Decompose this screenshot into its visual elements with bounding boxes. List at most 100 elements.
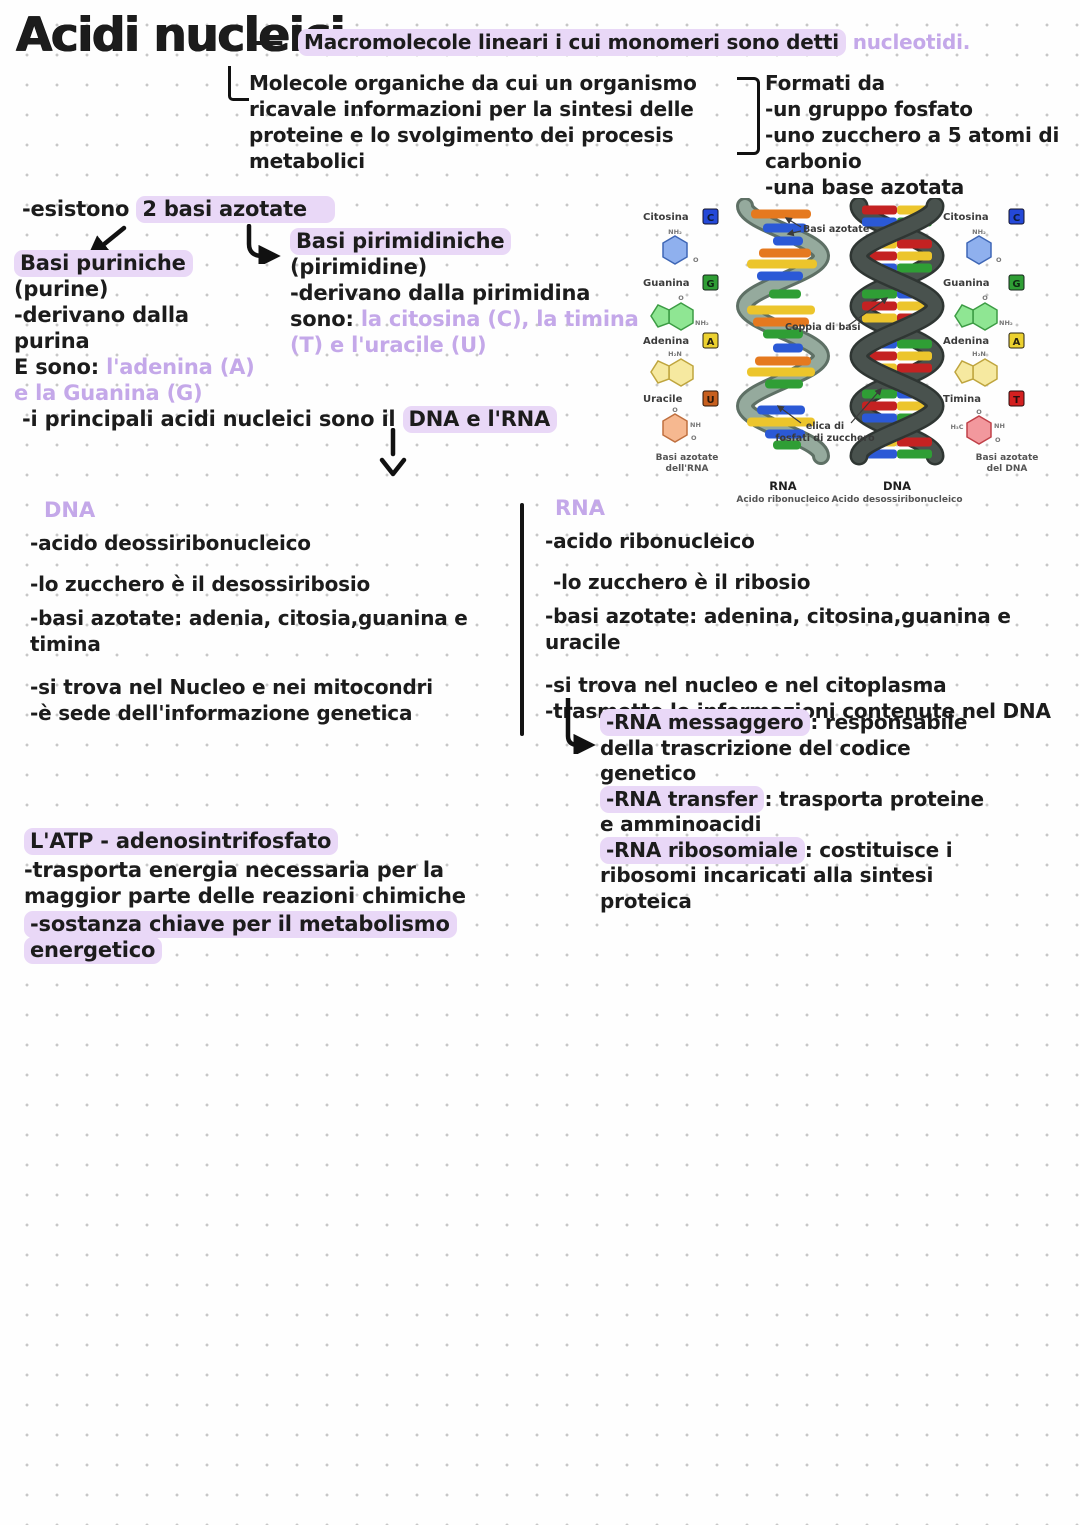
base-letter-box-a: [1008, 332, 1025, 349]
atom-label: NH: [994, 422, 1005, 430]
diagram-captions: Basi azotate dell'RNA Basi azotate del D…: [656, 453, 1039, 505]
basi-intro-highlight: 2 basi azotate: [136, 196, 335, 223]
diagram-annotations: Basi azotate Coppia di basi elica di fos…: [775, 217, 889, 444]
rna-type-lead: -RNA ribosomiale: [600, 836, 805, 864]
adenina-molecule: [668, 358, 694, 387]
atom-label: NH₂: [972, 228, 986, 236]
pirimidiniche-paren: (pirimidine): [290, 255, 428, 279]
guanina-molecule: [972, 302, 998, 331]
base-letter-box-a: [702, 332, 719, 349]
puriniche-line2-purple: l'adenina (A) e la Guanina (G): [14, 355, 255, 405]
formati-item: -una base azotata: [765, 175, 965, 199]
rna-helix-title: RNA: [769, 479, 796, 493]
basi-pirimidiniche-block: Basi pirimidiniche (pirimidine) -derivan…: [290, 228, 648, 358]
atom-label: O: [672, 406, 678, 414]
definition-line: Macromolecole lineari i cui monomeri son…: [298, 29, 971, 56]
basi-puriniche-block: Basi puriniche (purine) -derivano dalla …: [14, 250, 266, 406]
base-letter: A: [1013, 337, 1021, 348]
atom-label: O: [691, 434, 697, 442]
dna-rna-diagram: Citosina C NH₂ O Guanina G O NH₂ Adenina…: [643, 198, 1039, 505]
atom-label: O: [995, 436, 1001, 444]
base-letter-box-g: [702, 274, 719, 291]
atom-label: NH: [690, 421, 701, 429]
pirimidiniche-title-line: Basi pirimidiniche (pirimidine): [290, 228, 648, 280]
base-name: Citosina: [643, 212, 689, 223]
base-name: Uracile: [643, 394, 683, 405]
puriniche-paren: (purine): [14, 277, 109, 301]
uracile-molecule: [662, 413, 688, 443]
rna-helix: [735, 198, 831, 465]
rna-type-rest: : costituisce i ribosomi incaricati alla…: [600, 837, 953, 913]
adenina-molecule-ring: [954, 360, 974, 384]
rna-item: -basi azotate: adenina, citosina,guanina…: [545, 604, 1011, 654]
rna-type-transfer: -RNA transfer: trasporta proteine e ammi…: [600, 785, 1000, 838]
base-name: Guanina: [643, 278, 690, 289]
dna-item: -è sede dell'informazione genetica: [30, 701, 413, 725]
principali-highlight: DNA e l'RNA: [402, 406, 558, 433]
rna-type-rest: : trasporta proteine e amminoacidi: [600, 786, 984, 837]
rna-types-block: -RNA messaggero: responsabile della tras…: [600, 709, 1000, 915]
definition-highlight: Macromolecole lineari i cui monomeri son…: [298, 29, 846, 56]
atom-label: O: [982, 294, 988, 302]
pirimidiniche-line1: -derivano dalla pirimidina: [290, 281, 591, 305]
annotation-coppia-di-basi: Coppia di basi: [785, 322, 861, 333]
puriniche-title: Basi puriniche: [14, 250, 193, 277]
base-letter: C: [707, 213, 714, 224]
caption-left: Basi azotate: [656, 453, 719, 463]
base-letter-box-u: [702, 390, 719, 407]
base-letter: G: [706, 279, 714, 290]
dna-helix-subtitle: Acido desossiribonucleico: [831, 495, 962, 505]
adenina-molecule: [972, 358, 998, 387]
rna-type-messaggero: -RNA messaggero: responsabile della tras…: [600, 709, 1000, 787]
base-letter-box-g: [1008, 274, 1025, 291]
rna-type-ribosomiale: -RNA ribosomiale: costituisce i ribosomi…: [600, 836, 1000, 915]
arrow-elbow-right-icon: [565, 698, 596, 754]
annotation-basi-azotate: Basi azotate: [803, 224, 869, 235]
timina-molecule: [966, 415, 992, 445]
puriniche-line1: -derivano dalla purina: [14, 303, 189, 353]
left-base-legend: Citosina C NH₂ O Guanina G O NH₂ Adenina…: [643, 208, 719, 443]
atp-block: L'ATP - adenosintrifosfato -trasporta en…: [24, 828, 514, 964]
pirimidiniche-line2-purple: la citosina (C), la timina (T) e l'uraci…: [290, 307, 639, 357]
citosina-molecule: [966, 235, 992, 265]
base-letter: A: [707, 337, 715, 348]
atom-label: NH₂: [999, 319, 1013, 327]
atp-line2: -sostanza chiave per il metabolismo ener…: [24, 911, 457, 964]
organic-note: Molecole organiche da cui un organismo r…: [249, 71, 697, 173]
atom-label: H₂N: [972, 350, 986, 358]
atp-line2-wrap: -sostanza chiave per il metabolismo ener…: [24, 911, 514, 964]
caption-right: del DNA: [987, 464, 1028, 474]
puriniche-line2: E sono: l'adenina (A) e la Guanina (G): [14, 354, 266, 406]
base-letter-box-c: [1008, 208, 1025, 225]
annotation-elica-2: fosfati di zucchero: [775, 433, 875, 444]
formati-title: Formati da: [765, 71, 885, 95]
dna-column: DNA -acido deossiribonucleico -lo zucche…: [30, 498, 520, 726]
dna-item: -lo zucchero è il desossiribosio: [30, 572, 371, 596]
caption-right: Basi azotate: [976, 453, 1039, 463]
dna-item: -basi azotate: adenia, citosia,guanina e…: [30, 606, 468, 656]
dna-heading: DNA: [44, 498, 96, 522]
atom-label: O: [693, 256, 699, 264]
arrow-hook-right-icon: [246, 224, 281, 264]
pirimidiniche-title: Basi pirimidiniche: [290, 228, 512, 255]
arrow-down-icon: [379, 428, 407, 477]
rna-helix-subtitle: Acido ribonucleico: [736, 495, 829, 505]
caption-left: dell'RNA: [666, 464, 709, 474]
puriniche-title-line: Basi puriniche (purine): [14, 250, 266, 302]
left-bracket-shape: [228, 66, 249, 101]
atom-label: NH₂: [695, 319, 709, 327]
formati-item: -un gruppo fosfato: [765, 97, 973, 121]
dna-helix-title: DNA: [883, 479, 911, 493]
guanina-molecule-ring: [650, 304, 670, 328]
atp-heading: L'ATP - adenosintrifosfato: [24, 828, 339, 855]
rna-type-lead: -RNA transfer: [600, 785, 765, 813]
base-letter: T: [1013, 395, 1020, 406]
base-letter: C: [1013, 213, 1020, 224]
atom-label: H₃C: [950, 423, 963, 431]
atp-line1: -trasporta energia necessaria per la mag…: [24, 858, 466, 908]
rna-type-rest: : responsabile della trascrizione del co…: [600, 710, 968, 785]
base-name: Guanina: [943, 278, 990, 289]
rna-item: -acido ribonucleico: [545, 529, 755, 553]
definition-term: nucleotidi.: [852, 30, 971, 54]
